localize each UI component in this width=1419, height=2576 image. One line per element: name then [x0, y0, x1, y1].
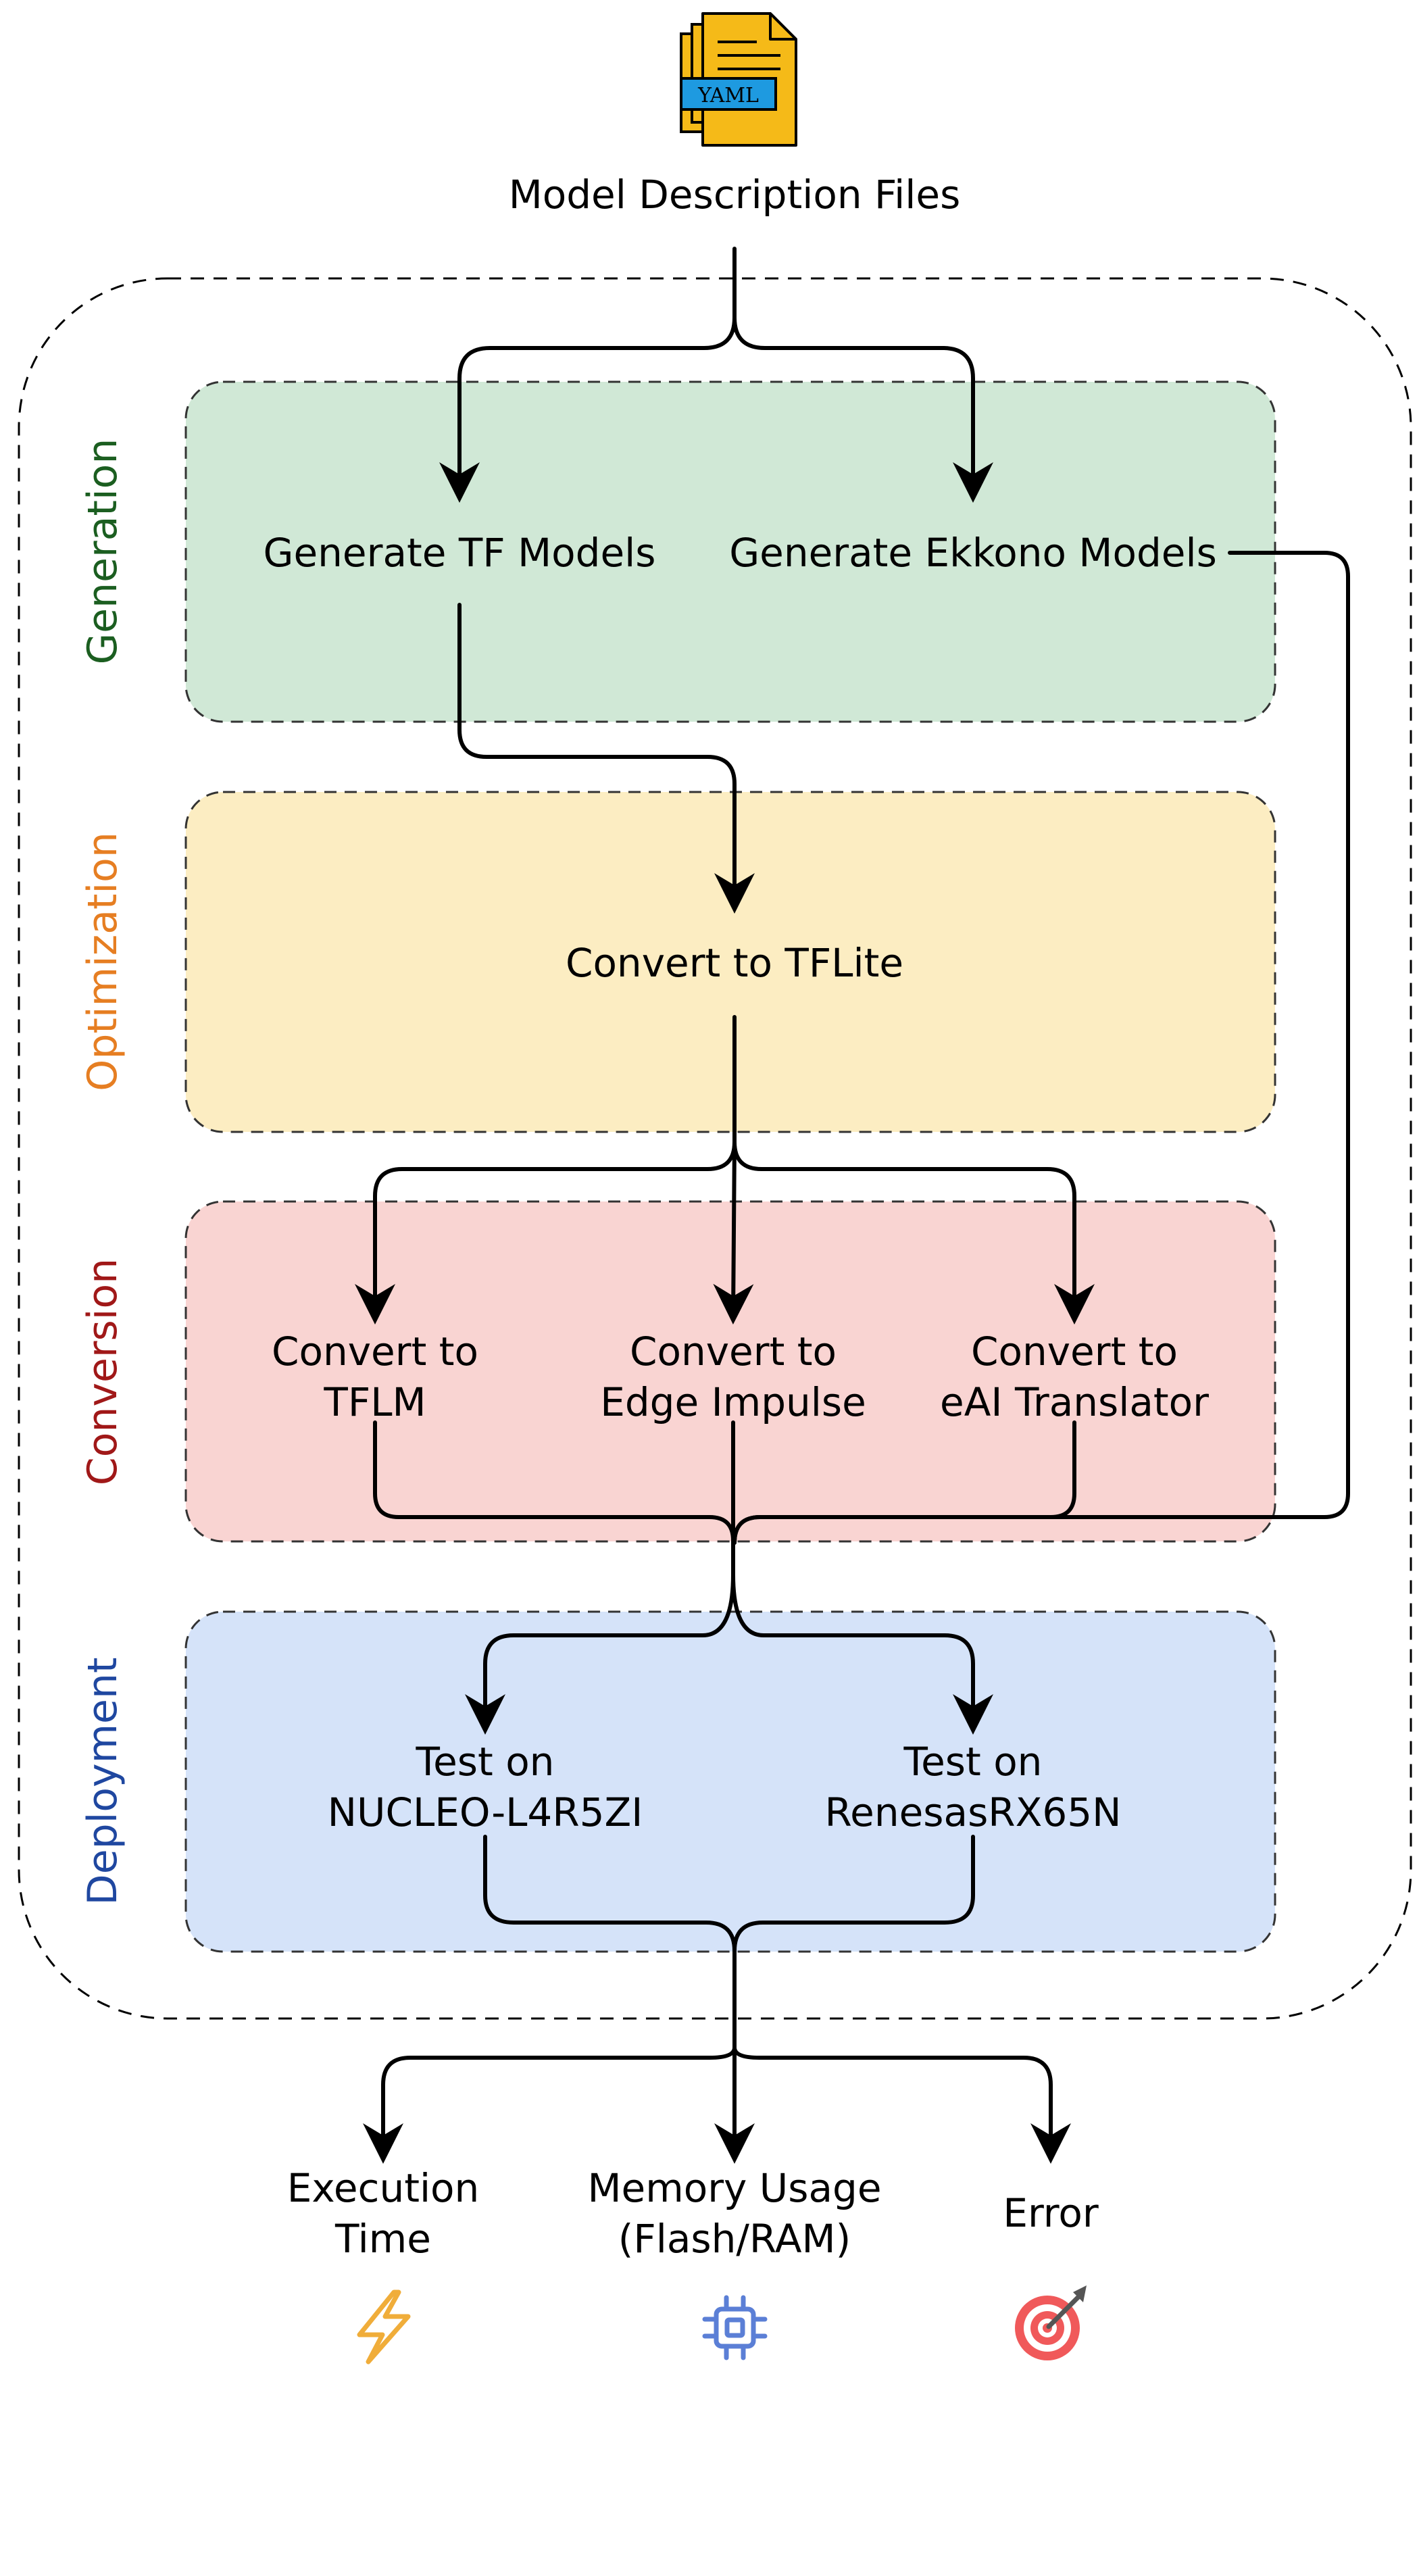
deployment-stage-label: Deployment: [79, 1657, 126, 1905]
arrow-to-renesas: [731, 1572, 993, 1735]
test-on-nucleo-node: Test on NUCLEO-L4R5ZI: [328, 1739, 643, 1835]
node-line: NUCLEO-L4R5ZI: [328, 1789, 643, 1835]
source-title: Model Description Files: [509, 172, 961, 218]
arrow-to-nucleo: [465, 1572, 735, 1735]
arrow-to-ekkono-models: [732, 316, 993, 503]
node-line: TFLM: [323, 1379, 426, 1425]
node-line: eAI Translator: [940, 1379, 1209, 1425]
optimization-stage-label: Optimization: [79, 832, 126, 1091]
output-line: (Flash/RAM): [618, 2216, 851, 2262]
node-line: RenesasRX65N: [824, 1789, 1121, 1835]
node-line: Test on: [416, 1739, 555, 1785]
memory-usage-output: Memory Usage (Flash/RAM): [587, 2165, 881, 2262]
output-line: Time: [334, 2216, 431, 2262]
node-line: Convert to: [630, 1329, 837, 1374]
conversion-stage-label: Conversion: [79, 1258, 126, 1485]
tflm-merge-line: [373, 1420, 735, 1543]
yaml-file-icon: YAML: [680, 12, 797, 147]
output-line: Memory Usage: [587, 2165, 881, 2211]
generation-stage-label: Generation: [79, 439, 126, 665]
nucleo-merge-line: [483, 1835, 737, 2050]
renesas-merge-line: [732, 1835, 975, 1953]
eai-merge-line: [732, 1420, 1076, 1545]
arrow-to-tf-models: [439, 247, 737, 503]
arrow-to-tflite: [457, 603, 755, 914]
arrow-to-error: [732, 2046, 1071, 2164]
convert-to-tflite-node: Convert to TFLite: [566, 940, 903, 986]
node-line: Test on: [903, 1739, 1043, 1785]
error-output: Error: [1003, 2190, 1099, 2236]
lightning-icon: [357, 2289, 411, 2364]
arrow-to-eai-translator: [732, 1140, 1095, 1324]
target-icon: [1015, 2285, 1087, 2360]
generate-tf-models-node: Generate TF Models: [264, 530, 656, 576]
node-line: Convert to: [971, 1329, 1178, 1374]
connectors: [355, 247, 1350, 2164]
output-line: Error: [1003, 2190, 1099, 2236]
arrow-to-edge-impulse: [713, 1140, 754, 1324]
convert-to-edge-impulse-node: Convert to Edge Impulse: [600, 1329, 866, 1425]
conversion-panel: [184, 1200, 1276, 1543]
yaml-icon-label: YAML: [697, 84, 759, 107]
execution-time-output: Execution Time: [287, 2165, 480, 2262]
optimization-panel: [184, 791, 1276, 1133]
convert-to-eai-translator-node: Convert to eAI Translator: [940, 1329, 1209, 1425]
convert-to-tflm-node: Convert to TFLM: [272, 1329, 478, 1425]
generate-ekkono-models-node: Generate Ekkono Models: [729, 530, 1217, 576]
deployment-panel: [184, 1610, 1276, 1953]
arrow-to-execution-time: [363, 2025, 737, 2164]
test-on-renesas-node: Test on RenesasRX65N: [824, 1739, 1121, 1835]
pipeline-container: [18, 277, 1412, 2020]
node-line: Edge Impulse: [600, 1379, 866, 1425]
chip-icon: [702, 2295, 768, 2360]
output-line: Execution: [287, 2165, 480, 2211]
node-line: Convert to: [272, 1329, 478, 1374]
